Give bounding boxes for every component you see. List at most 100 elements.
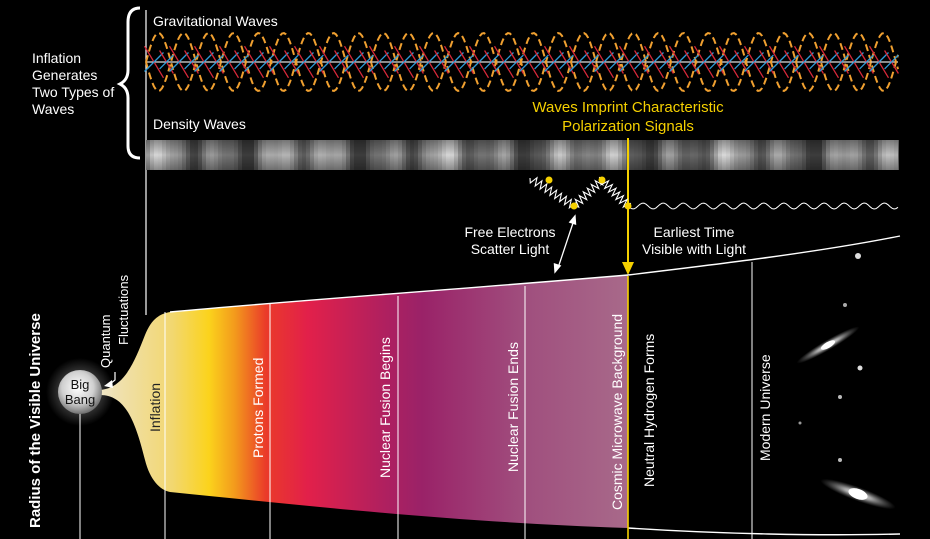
light-spring-1 <box>529 176 577 210</box>
gw-vector-blue <box>694 52 714 72</box>
density-band-shade <box>146 140 898 170</box>
gw-vector-blue <box>594 52 614 72</box>
star-1 <box>855 253 861 259</box>
cone-upper-edge-early <box>169 274 629 313</box>
electron-3 <box>598 176 606 184</box>
gw-vector-blue <box>344 52 364 72</box>
earliest-time-line-1: Earliest Time <box>654 224 735 240</box>
inflation-caption-line-4: Waves <box>32 101 74 117</box>
gw-vector-blue <box>669 52 689 72</box>
cone-upper-edge <box>627 235 901 276</box>
galaxy-2-core <box>848 488 868 500</box>
epoch-dividers <box>79 262 753 539</box>
gw-vector-blue <box>144 52 164 72</box>
free-electrons-line-2: Scatter Light <box>471 241 550 257</box>
gw-vector-blue <box>434 54 449 70</box>
scatter-arrow-head-top <box>568 214 577 225</box>
gw-vector-blue <box>719 52 739 72</box>
density-wave-band <box>146 140 899 170</box>
gw-vector-blue <box>634 54 649 70</box>
star-5 <box>838 458 842 462</box>
epoch-label-modern-universe: Modern Universe <box>757 354 773 461</box>
gw-vector-blue <box>369 52 389 72</box>
gw-vector-blue <box>609 54 624 70</box>
gw-vector-blue <box>269 52 289 72</box>
epoch-label-neutral-hydrogen: Neutral Hydrogen Forms <box>641 334 657 487</box>
gw-vector-blue <box>209 54 224 70</box>
light-spring-2 <box>573 176 604 208</box>
quantum-fluctuations-line-1: Quantum <box>98 315 113 368</box>
galaxy-1-core <box>820 340 836 350</box>
gw-vector-blue <box>544 52 564 72</box>
cmb-arrow-head <box>622 262 634 275</box>
gw-vector-blue <box>244 52 264 72</box>
gw-vector-blue <box>259 54 274 70</box>
gw-vector-blue <box>384 54 399 70</box>
epoch-label-cmb: Cosmic Microwave Background <box>609 314 625 510</box>
epoch-label-inflation: Inflation <box>147 383 163 432</box>
polarization-label-line-2: Polarization Signals <box>562 118 694 135</box>
gw-vector-blue <box>819 52 839 72</box>
star-6 <box>798 421 802 425</box>
light-spring-3 <box>600 179 632 209</box>
universe-cone <box>100 235 901 536</box>
gw-vector-blue <box>234 54 249 70</box>
gw-vector-blue <box>509 54 524 70</box>
scatter-arrow-head-bottom <box>553 263 562 274</box>
quantum-arrow-head <box>104 380 113 388</box>
gw-vector-blue <box>194 52 214 72</box>
gw-vector-blue <box>184 54 199 70</box>
gw-vector-blue <box>469 52 489 72</box>
gw-vector-blue <box>284 54 299 70</box>
big-bang-sphere <box>58 370 102 414</box>
electron-4 <box>624 202 632 210</box>
big-bang-line-2: Bang <box>65 392 95 407</box>
gw-vector-blue <box>444 52 464 72</box>
epoch-label-nuclear-fusion-ends: Nuclear Fusion Ends <box>505 342 521 472</box>
gw-vector-blue <box>334 54 349 70</box>
curly-bracket <box>116 6 141 160</box>
gw-vector-blue <box>619 52 639 72</box>
gravitational-waves-label: Gravitational Waves <box>153 13 278 29</box>
gw-vector-blue <box>219 52 239 72</box>
gw-vector-blue <box>569 52 589 72</box>
gw-vector-blue <box>769 52 789 72</box>
gravitational-wave-plot <box>143 32 899 92</box>
gw-vector-blue <box>644 52 664 72</box>
cone-colored-region <box>100 275 628 528</box>
gw-vector-blue <box>869 52 889 72</box>
gw-vector-blue <box>359 54 374 70</box>
gw-vector-blue <box>884 54 899 70</box>
gw-vector-blue <box>759 54 774 70</box>
gw-vector-blue <box>584 54 599 70</box>
gw-vector-blue <box>784 54 799 70</box>
cone-lower-edge <box>627 527 901 536</box>
gw-vector-blue <box>559 54 574 70</box>
star-4 <box>838 395 842 399</box>
density-waves-label: Density Waves <box>153 116 246 132</box>
gw-vector-blue <box>494 52 514 72</box>
gw-vector-blue <box>809 54 824 70</box>
gw-vector-blue <box>734 54 749 70</box>
gw-vector-blue <box>844 52 864 72</box>
inflation-caption-line-3: Two Types of <box>32 84 114 100</box>
gw-vector-blue <box>484 54 499 70</box>
epoch-label-nuclear-fusion-begins: Nuclear Fusion Begins <box>377 337 393 478</box>
gw-vector-blue <box>659 54 674 70</box>
gw-vector-blue <box>294 52 314 72</box>
quantum-fluctuations-line-2: Fluctuations <box>116 274 131 345</box>
star-2 <box>843 303 847 307</box>
inflation-caption-line-1: Inflation <box>32 50 81 66</box>
inflation-caption-line-2: Generates <box>32 67 97 83</box>
scatter-arrow <box>557 219 575 269</box>
gw-vector-blue <box>309 54 324 70</box>
quantum-fluctuations: Quantum Fluctuations <box>98 274 131 388</box>
gw-vector-blue <box>794 52 814 72</box>
gw-vector-blue <box>409 54 424 70</box>
gw-vector-blue <box>519 52 539 72</box>
gw-vector-blue <box>684 54 699 70</box>
modern-universe-galaxies <box>796 253 896 510</box>
gw-vector-blue <box>744 52 764 72</box>
electron-1 <box>545 176 553 184</box>
